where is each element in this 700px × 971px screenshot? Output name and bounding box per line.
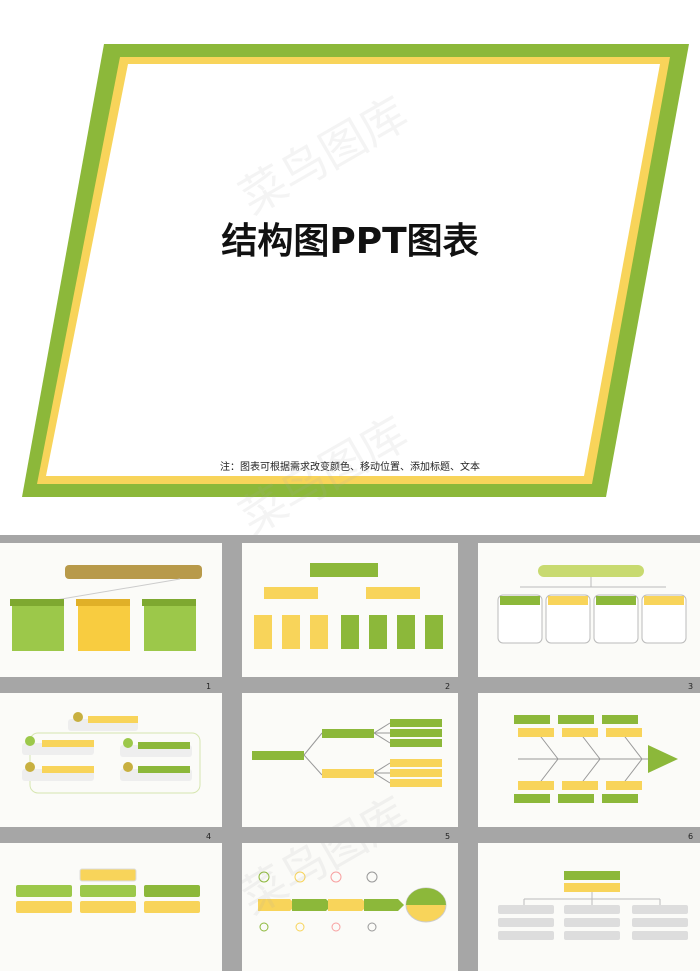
fishbone-icon bbox=[514, 715, 678, 803]
cover-note: 注：图表可根据需求改变颜色、移动位置、添加标题、文本 bbox=[220, 462, 480, 473]
slide-number-5: 5 bbox=[445, 832, 451, 841]
three-green-yellow-boxes-icon bbox=[10, 565, 202, 651]
slide-number-1: 1 bbox=[206, 682, 212, 691]
slide-number-4: 4 bbox=[206, 832, 212, 841]
hierarchy-gray-icon bbox=[498, 871, 688, 940]
slide-thumb-4[interactable] bbox=[0, 693, 222, 827]
arrow-process-icon bbox=[258, 871, 447, 932]
branch-tree-icon bbox=[252, 719, 442, 787]
slide-thumb-2[interactable] bbox=[242, 543, 458, 677]
slide-thumb-6[interactable] bbox=[478, 693, 700, 827]
slide-thumb-9[interactable] bbox=[478, 843, 700, 971]
four-cards-icon bbox=[497, 565, 687, 644]
slide-thumb-5[interactable] bbox=[242, 693, 458, 827]
slide-thumb-7[interactable] bbox=[0, 843, 222, 971]
slide-thumb-3[interactable] bbox=[478, 543, 700, 677]
pyramid-rows-icon bbox=[16, 868, 200, 913]
pin-cycle-icon bbox=[22, 712, 201, 794]
org-tree-bars-icon bbox=[254, 563, 443, 649]
slide-number-6: 6 bbox=[688, 832, 694, 841]
cover-title: 结构图PPT图表 bbox=[221, 221, 479, 262]
slide-thumb-1[interactable] bbox=[0, 543, 222, 677]
slide-number-2: 2 bbox=[445, 682, 451, 691]
thumbnail-grid: 1 2 3 bbox=[0, 535, 700, 971]
cover-slide: 结构图PPT图表 注：图表可根据需求改变颜色、移动位置、添加标题、文本 bbox=[22, 44, 689, 497]
cover-frame-graphic bbox=[22, 44, 689, 497]
slide-thumb-8[interactable] bbox=[242, 843, 458, 971]
slide-number-3: 3 bbox=[688, 682, 694, 691]
